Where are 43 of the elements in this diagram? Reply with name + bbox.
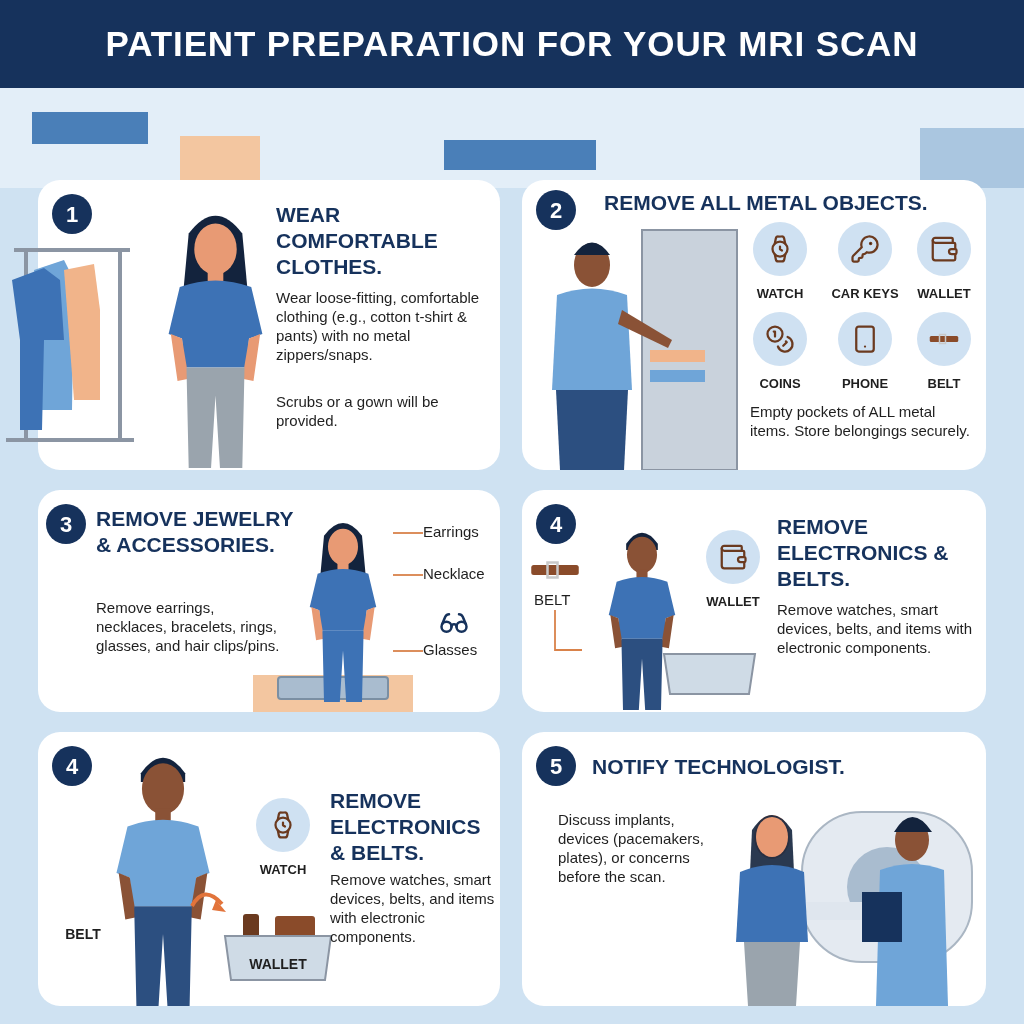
- instruction-text: Remove earrings, necklaces, bracelets, rings, glasses, and hair clips/pins.: [96, 598, 281, 655]
- step-card: [38, 732, 500, 1006]
- step-heading: REMOVE ELECTRONICS & BELTS.: [330, 788, 482, 866]
- leader-line: [554, 609, 583, 651]
- step-number-badge: 4: [52, 746, 92, 786]
- part-label: Necklace: [423, 564, 495, 586]
- step-heading: REMOVE ELECTRONICS & BELTS.: [777, 514, 950, 592]
- leader-line: [392, 532, 424, 534]
- instruction-text: Wear loose-fitting, comfortable clothing (e.g., cotton t-shirt & pants) with no metal zippers/snaps.: [276, 288, 481, 364]
- step-heading: REMOVE ALL METAL OBJECTS.: [604, 190, 929, 216]
- instruction-text: Discuss implants, devices (pacemakers, plates), or concerns before the scan.: [558, 810, 705, 886]
- leader-line: [392, 574, 424, 576]
- part-label: Earrings: [423, 522, 493, 544]
- item-caption: WATCH: [259, 861, 307, 879]
- step-heading: WEAR COMFORTABLE CLOTHES.: [276, 202, 439, 280]
- step-card: [38, 490, 500, 712]
- title-banner: PATIENT PREPARATION FOR YOUR MRI SCAN: [0, 0, 1024, 88]
- item-caption: WALLET: [248, 955, 308, 974]
- step-heading: REMOVE JEWELRY & ACCESSORIES.: [96, 506, 295, 558]
- leader-line: [392, 650, 424, 652]
- step-card: [522, 180, 986, 470]
- step-number-badge: 4: [536, 504, 576, 544]
- instruction-text: Remove watches, smart devices, belts, and items with electronic components.: [777, 600, 974, 657]
- part-label: BELT: [534, 590, 576, 610]
- item-caption: BELT: [64, 925, 102, 944]
- step-number-badge: 1: [52, 194, 92, 234]
- instruction-text: Scrubs or a gown will be provided.: [276, 392, 440, 430]
- item-caption: WATCH: [756, 285, 804, 303]
- item-caption: PHONE: [841, 375, 889, 393]
- item-caption: WALLET: [917, 285, 971, 303]
- step-number-badge: 3: [46, 504, 86, 544]
- step-number-badge: 2: [536, 190, 576, 230]
- item-caption: COINS: [759, 375, 801, 393]
- step-heading: NOTIFY TECHNOLOGIST.: [592, 754, 846, 780]
- item-caption: CAR KEYS: [831, 285, 899, 303]
- instruction-text: Remove watches, smart devices, belts, and items with electronic components.: [330, 870, 496, 946]
- step-number-badge: 5: [536, 746, 576, 786]
- item-caption: WALLET: [706, 593, 760, 611]
- instruction-text: Empty pockets of ALL metal items. Store belongings securely.: [750, 402, 971, 440]
- step-card: [522, 490, 986, 712]
- part-label: Glasses: [423, 640, 489, 662]
- item-caption: BELT: [927, 375, 961, 393]
- step-card: [522, 732, 986, 1006]
